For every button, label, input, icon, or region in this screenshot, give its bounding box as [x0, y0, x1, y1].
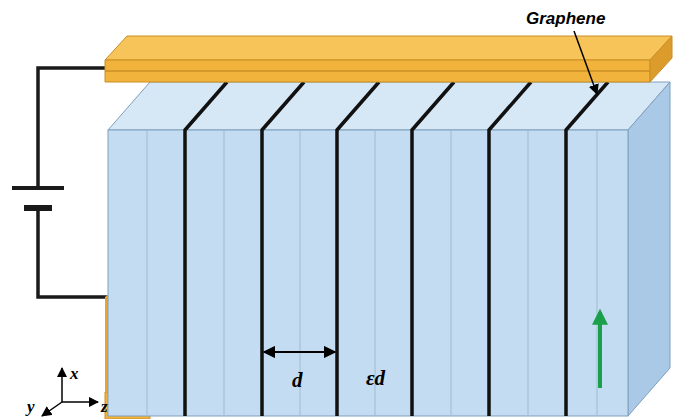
graphene-sheets: [185, 82, 608, 416]
block-right-face: [628, 82, 670, 416]
axis-label: x: [70, 364, 79, 384]
leader-line: [574, 31, 597, 94]
field-arrow: [598, 312, 602, 388]
material-label: Graphene: [526, 9, 605, 29]
axis-label: y: [27, 397, 35, 417]
axis-label: z: [101, 397, 108, 417]
slab-edges: [147, 130, 597, 416]
dimension-arrow: [264, 351, 335, 353]
battery-circuit: [12, 68, 112, 297]
dimension-label: d: [292, 368, 303, 393]
top-electrode: [105, 36, 672, 82]
permittivity-label: εd: [366, 366, 385, 391]
